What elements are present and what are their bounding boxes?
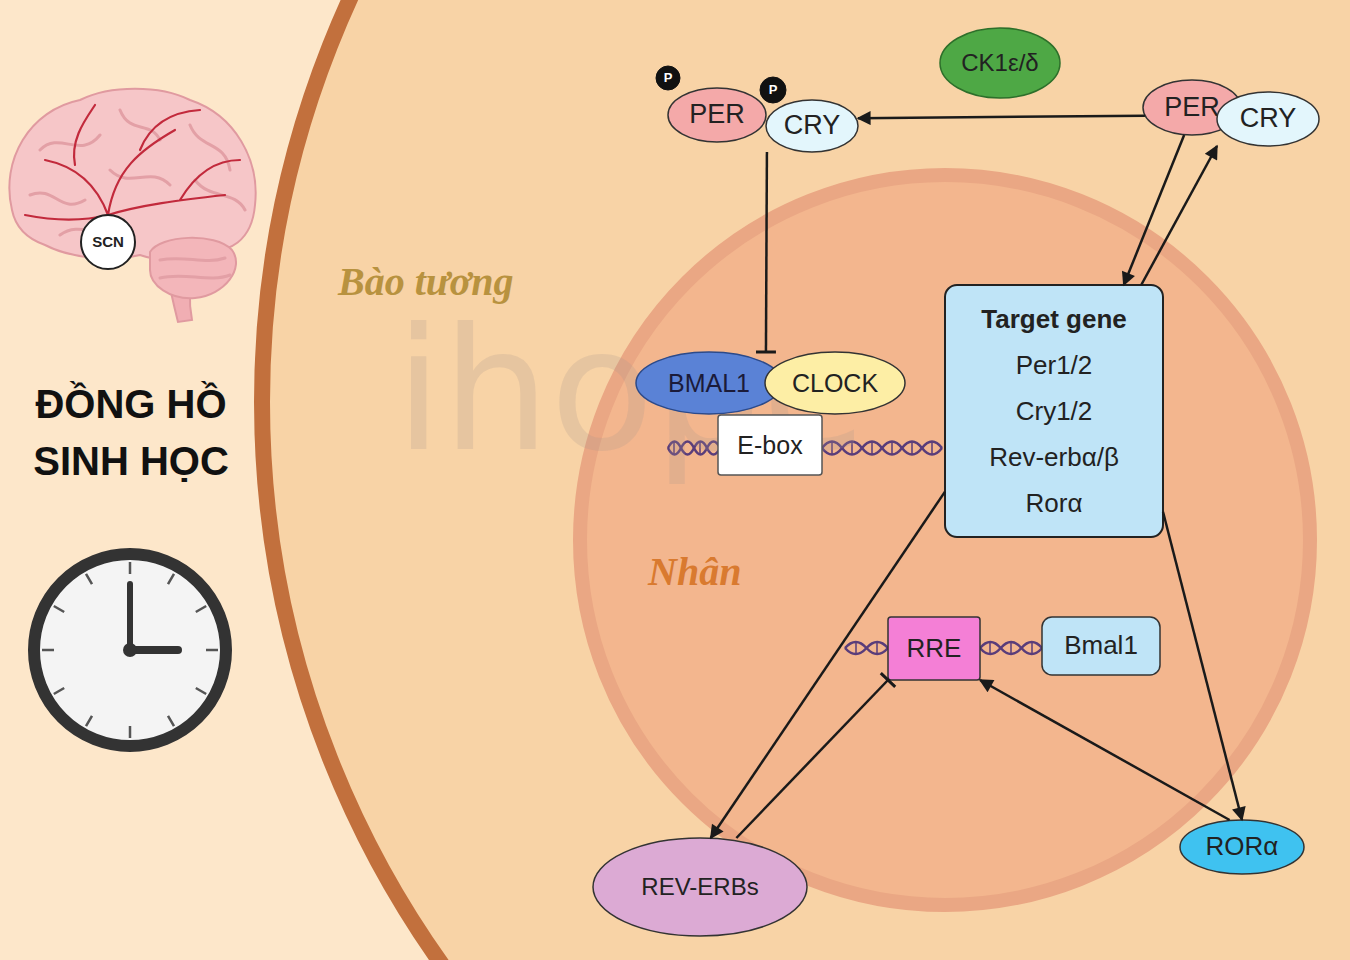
protein-ellipse: BMAL1 <box>636 352 782 414</box>
node-label: Cry1/2 <box>1016 388 1093 434</box>
node-shape <box>668 88 766 142</box>
node-label: P <box>769 83 778 98</box>
cerebellum <box>150 238 236 298</box>
node-shape <box>945 285 1163 537</box>
kinase-ellipse: CK1ε/δ <box>940 28 1060 98</box>
node-shape <box>1042 617 1160 675</box>
clock-face <box>34 554 226 746</box>
node-shape <box>940 28 1060 98</box>
node-shape <box>1180 820 1304 874</box>
node-label: Rev-erbα/β <box>989 434 1119 480</box>
node-label: RRE <box>907 634 962 664</box>
node-shape <box>580 175 1310 905</box>
activation-arrow <box>1163 512 1242 820</box>
node-shape <box>1217 92 1319 146</box>
node-label: CK1ε/δ <box>961 49 1038 77</box>
clock-minute-hand <box>127 584 133 650</box>
node-label: CRY <box>784 110 841 141</box>
box-heading: Target gene <box>981 296 1126 342</box>
activation-arrow <box>711 492 945 838</box>
protein-ellipse: CLOCK <box>765 352 905 414</box>
node-shape <box>760 77 786 103</box>
brain-gyri <box>30 110 245 278</box>
diagram-title: ĐỒNG HỒ SINH HỌC <box>12 376 250 490</box>
node-label: CLOCK <box>792 369 878 398</box>
protein-ellipse: REV-ERBs <box>593 838 807 936</box>
protein-ellipse: PER <box>668 88 766 142</box>
node-label: REV-ERBs <box>641 873 758 901</box>
scn-circle: SCN <box>81 215 135 269</box>
protein-ellipse: RORα <box>1180 820 1304 874</box>
node-label: Rorα <box>1026 480 1083 526</box>
activation-arrow <box>1124 135 1184 285</box>
phosphate-circle: P <box>656 66 680 90</box>
clock-ticks <box>42 562 218 738</box>
protein-ellipse: CRY <box>766 100 858 152</box>
node-shape <box>593 838 807 936</box>
node-shape <box>766 100 858 152</box>
phosphate-circle: P <box>760 77 786 103</box>
promoter-box: E-box <box>718 415 822 475</box>
node-shape <box>636 352 782 414</box>
nucleus-region: Nhân BMAL1 CLOCK E-box Target genePer1/2Cry1… <box>580 175 1310 905</box>
node-label: CRY <box>1240 103 1297 134</box>
node-label: P <box>664 71 673 86</box>
node-shape <box>81 215 135 269</box>
brain-illustration <box>9 89 255 322</box>
clock-center <box>123 643 137 657</box>
node-shape <box>765 352 905 414</box>
node-label: RORα <box>1206 832 1279 862</box>
node-label: BMAL1 <box>668 369 750 398</box>
node-shape <box>656 66 680 90</box>
activation-arrow <box>858 116 1145 118</box>
cytoplasm-region: Bào tươngNhânBMAL1CLOCKE-boxTarget geneP… <box>262 0 1350 960</box>
inhibition-line <box>736 680 888 838</box>
brain-vessels <box>25 105 240 220</box>
node-label: SCN <box>92 233 124 250</box>
gene-box: Bmal1 <box>1042 617 1160 675</box>
clock-hour-hand <box>130 646 178 654</box>
node-shape <box>888 617 980 680</box>
inhibition-line <box>765 152 768 352</box>
node-shape <box>718 415 822 475</box>
response-element-box: RRE <box>888 617 980 680</box>
region-label: Bào tương <box>338 258 513 305</box>
target-gene-box: Target genePer1/2Cry1/2Rev-erbα/βRorα <box>945 285 1163 537</box>
region-label: Nhân <box>648 548 741 595</box>
activation-arrow <box>1141 146 1217 285</box>
protein-ellipse: CRY <box>1217 92 1319 146</box>
node-label: Per1/2 <box>1016 342 1093 388</box>
node-outline <box>580 175 1310 905</box>
activation-arrow <box>980 680 1230 820</box>
node-shape <box>262 0 1350 960</box>
node-label: PER <box>1164 92 1220 123</box>
node-label: PER <box>689 99 745 130</box>
clock-illustration <box>34 554 226 746</box>
node-label: E-box <box>737 431 802 460</box>
node-label: Bmal1 <box>1064 631 1138 661</box>
